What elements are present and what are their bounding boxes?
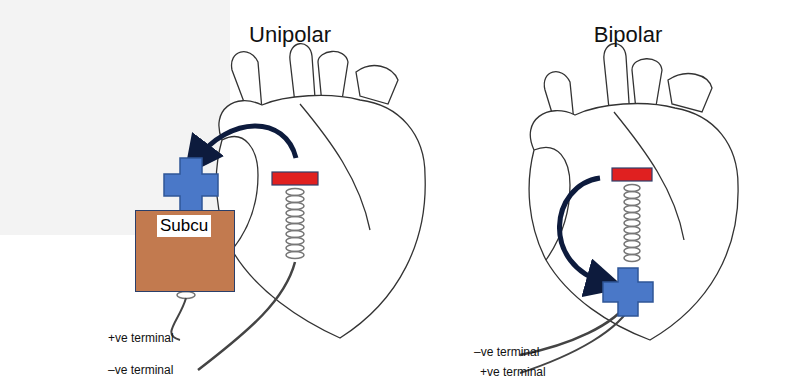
- terminal-label: –ve terminal: [474, 346, 539, 360]
- lead-coil: [624, 185, 640, 262]
- ground-panel: [0, 0, 230, 235]
- current-arrow: [196, 126, 296, 160]
- terminal-label: –ve terminal: [108, 364, 173, 378]
- current-arrow: [559, 178, 606, 283]
- terminal-label: +ve terminal: [108, 332, 174, 346]
- panel-title: Unipolar: [249, 22, 331, 47]
- lead-wire: [520, 302, 633, 373]
- positive-electrode: [164, 158, 218, 212]
- panel-title: Bipolar: [594, 22, 662, 47]
- negative-electrode: [612, 168, 652, 181]
- terminal-label: +ve terminal: [480, 366, 546, 380]
- heart-outline: [216, 44, 425, 338]
- subcutaneous-can: Subcu: [135, 210, 235, 292]
- positive-electrode: [603, 268, 653, 316]
- node-label: Subcu: [157, 215, 211, 237]
- negative-electrode: [272, 172, 318, 185]
- heart-outline: [529, 44, 738, 340]
- lead-coil: [286, 189, 304, 259]
